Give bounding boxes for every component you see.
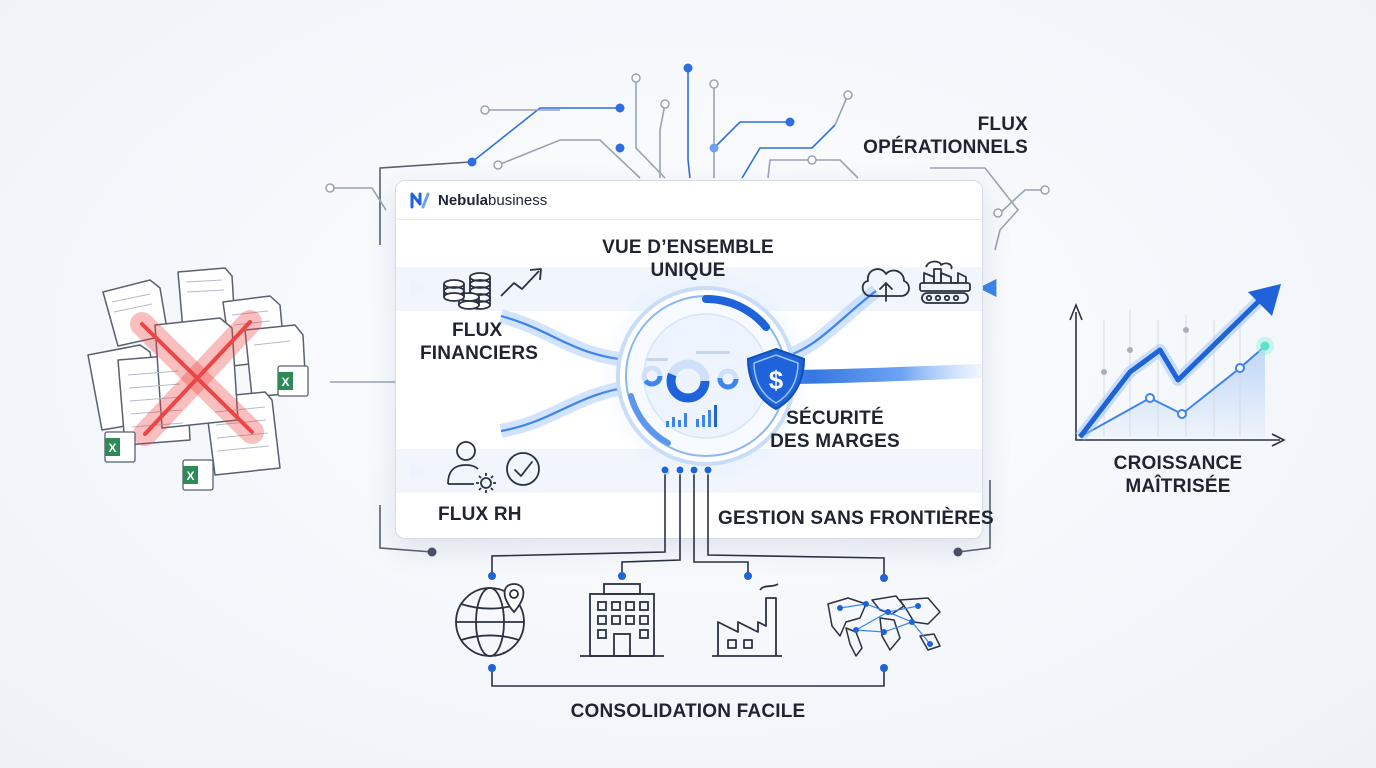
circuit-nodes-top — [325, 63, 1050, 557]
panel-graphics: $ — [396, 260, 982, 493]
label-flux-operationnels: FLUX OPÉRATIONNELS — [863, 114, 1028, 158]
label-flux-rh: FLUX RH — [438, 504, 522, 525]
nebula-logo-icon — [410, 192, 430, 209]
coins-icon — [443, 272, 491, 310]
label-vue-ensemble: VUE D’ENSEMBLE UNIQUE — [602, 237, 774, 281]
factory-conveyor-icon — [919, 260, 971, 304]
hub-donut-main — [666, 359, 710, 403]
dashboard-panel: Nebulabusiness — [395, 180, 983, 539]
shield-icon: $ — [746, 347, 806, 411]
label-flux-financiers: FLUX FINANCIERS — [420, 320, 539, 364]
trend-up-icon — [500, 268, 542, 297]
central-hub — [598, 268, 814, 484]
cloud-upload-icon — [861, 268, 910, 302]
circuit-traces-top — [330, 68, 1045, 553]
hub-bar-chart — [666, 405, 717, 427]
label-gestion-sans-frontieres: GESTION SANS FRONTIÈRES — [718, 508, 994, 529]
label-croissance-maitrisee: CROISSANCE MAÎTRISÉE — [1113, 453, 1243, 497]
svg-text:$: $ — [769, 365, 784, 395]
hub-donut-small — [641, 365, 739, 390]
brand-name: Nebulabusiness — [438, 192, 548, 209]
label-consolidation-facile: CONSOLIDATION FACILE — [570, 701, 806, 722]
person-gear-icon — [447, 441, 496, 493]
label-securite-marges: SÉCURITÉ DES MARGES — [770, 408, 900, 452]
panel-header: Nebulabusiness — [396, 181, 982, 220]
